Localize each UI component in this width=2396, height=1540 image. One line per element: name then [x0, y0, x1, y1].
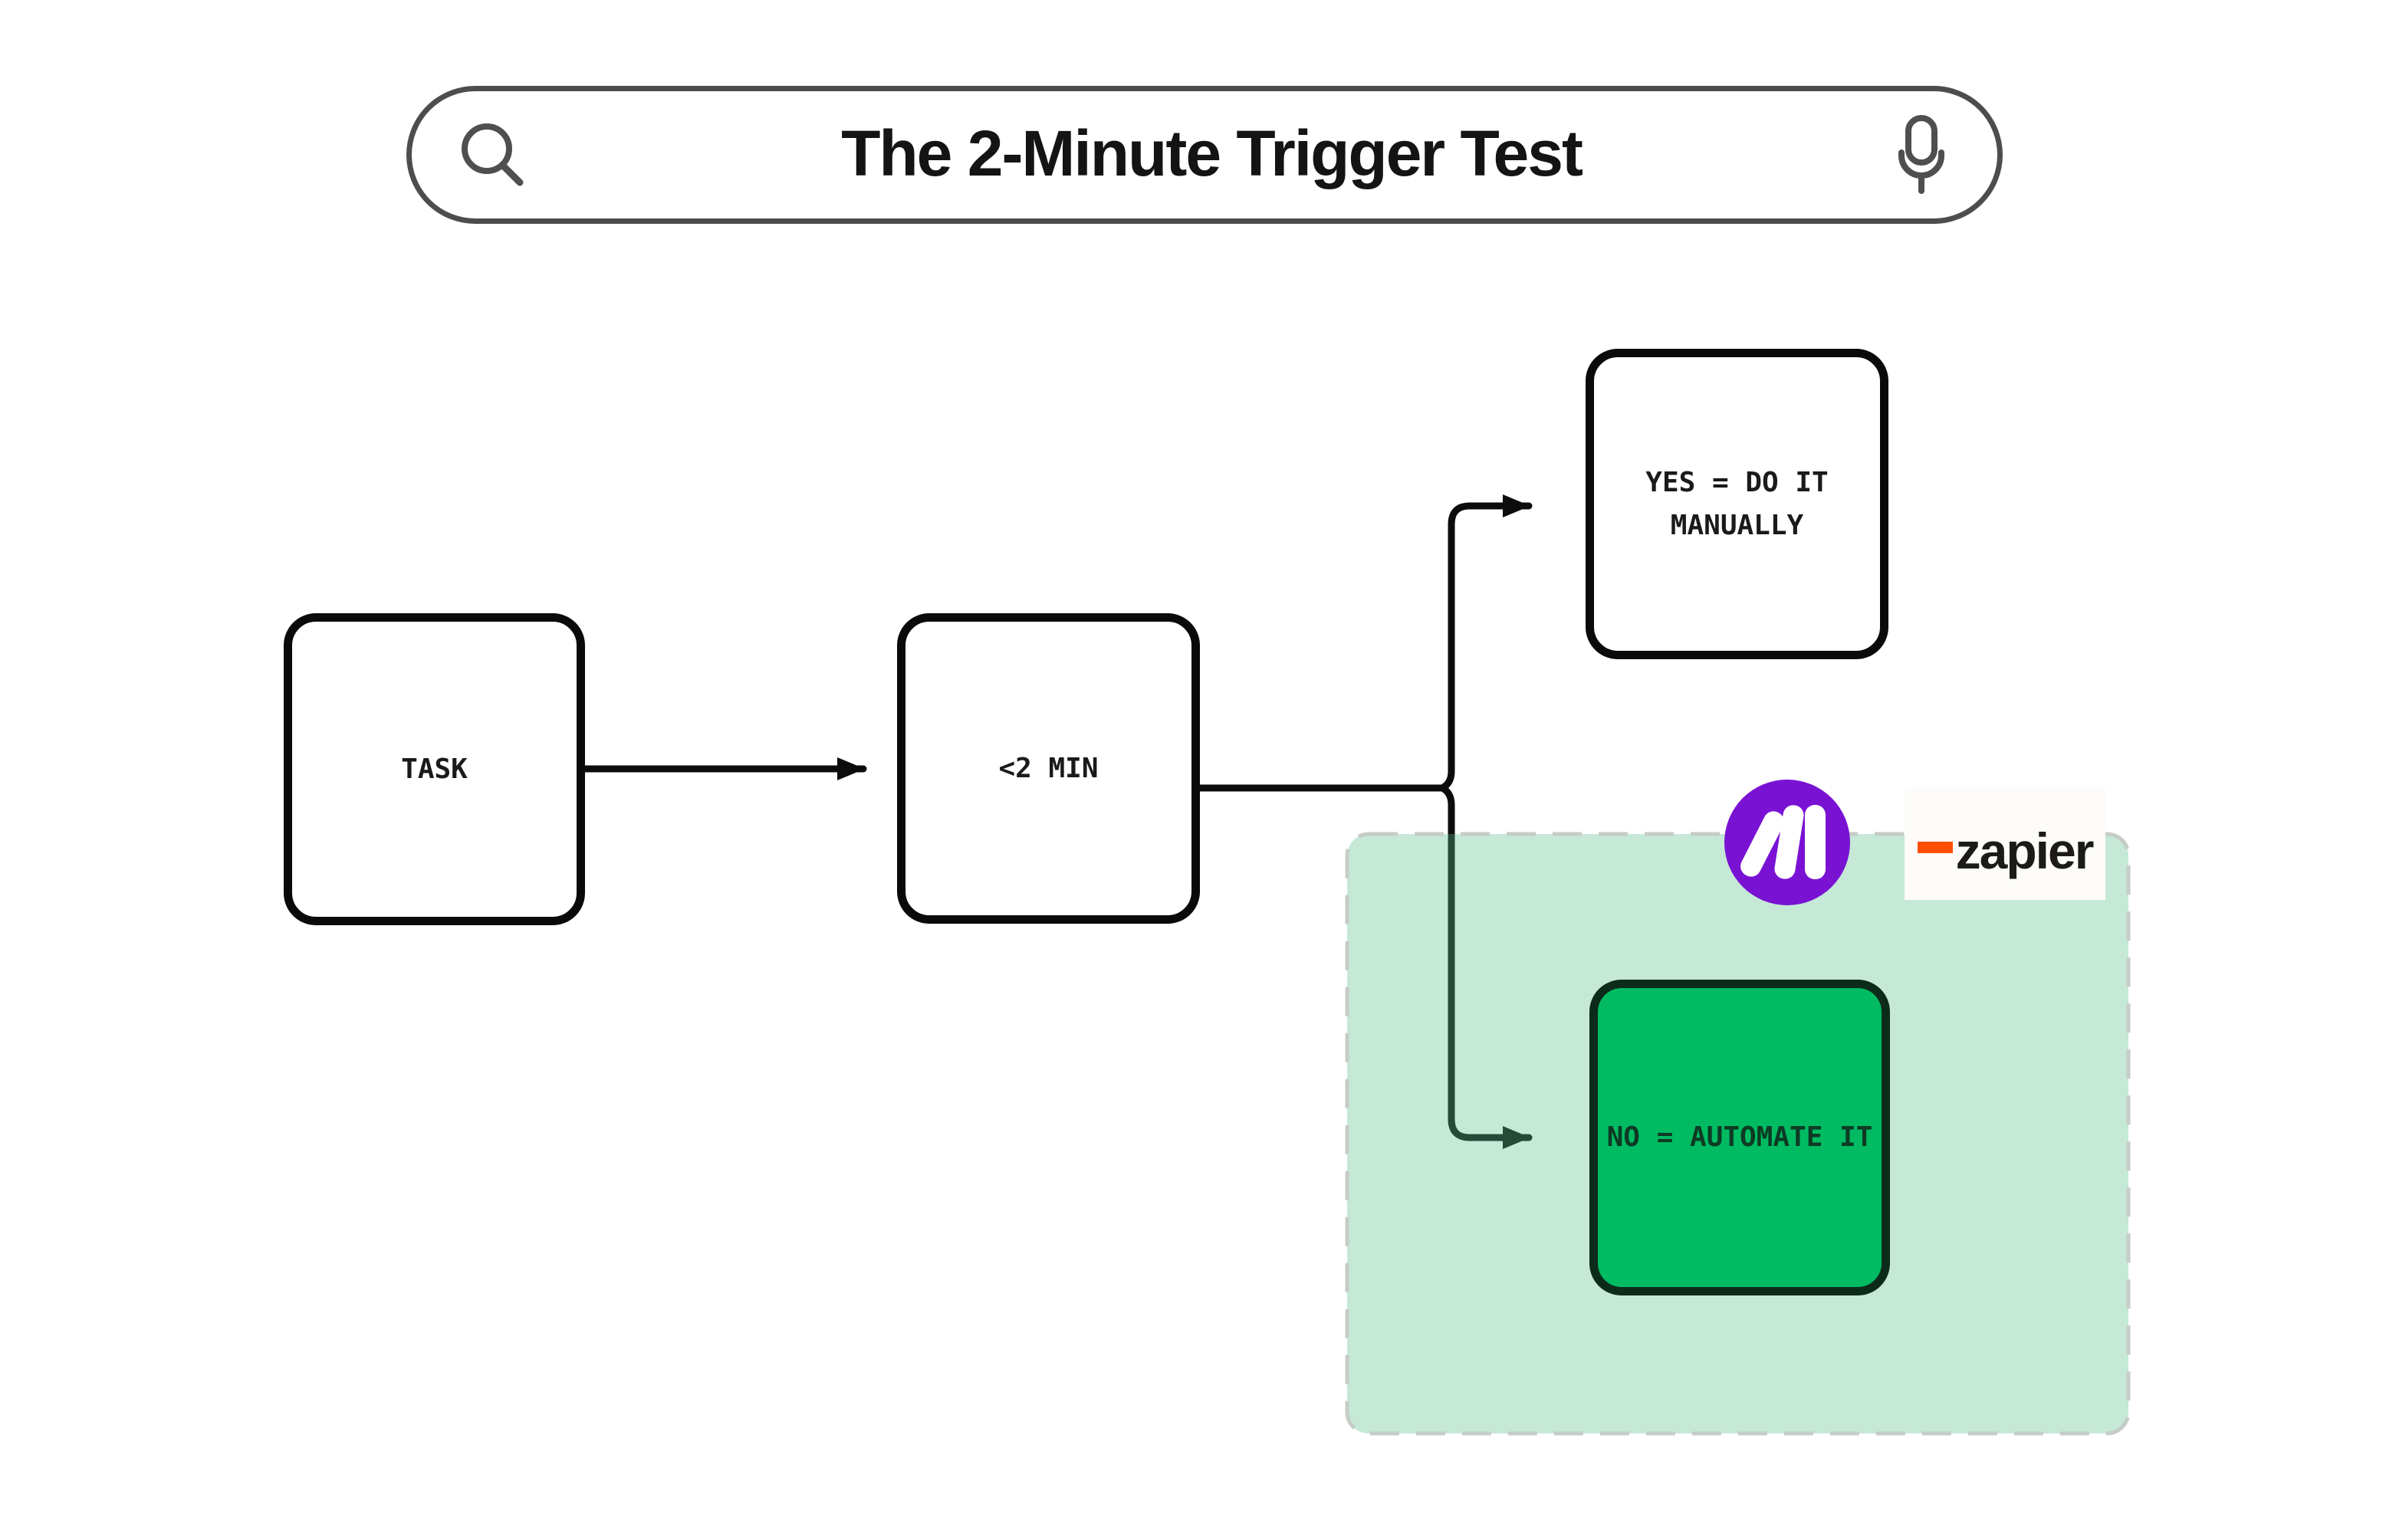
- zapier-logo: _ zapier: [1905, 786, 2105, 900]
- flow-node-no-automate: NO = AUTOMATE IT: [1589, 980, 1890, 1295]
- task-label: TASK: [401, 753, 468, 785]
- zapier-wordmark: zapier: [1955, 822, 2095, 879]
- flow-node-condition: <2 MIN: [897, 613, 1200, 924]
- page-title: The 2-Minute Trigger Test: [841, 117, 1583, 189]
- connector-branch-yes: [1438, 494, 1533, 792]
- make-logo: [1724, 780, 1850, 905]
- yes-branch-label: YES = DO IT MANUALLY: [1645, 466, 1829, 541]
- connector-branch-no: [1438, 784, 1533, 1149]
- flow-node-yes-manual: YES = DO IT MANUALLY: [1586, 349, 1888, 659]
- make-logo-bar: [1805, 805, 1826, 879]
- zapier-underscore-mark: _: [1917, 842, 1953, 853]
- microphone-icon[interactable]: [1896, 114, 1947, 195]
- condition-label: <2 MIN: [998, 752, 1099, 784]
- search-icon[interactable]: [456, 120, 527, 190]
- no-branch-label: NO = AUTOMATE IT: [1606, 1121, 1873, 1154]
- flow-node-task: TASK: [284, 613, 585, 925]
- search-bar[interactable]: The 2-Minute Trigger Test: [406, 86, 2003, 224]
